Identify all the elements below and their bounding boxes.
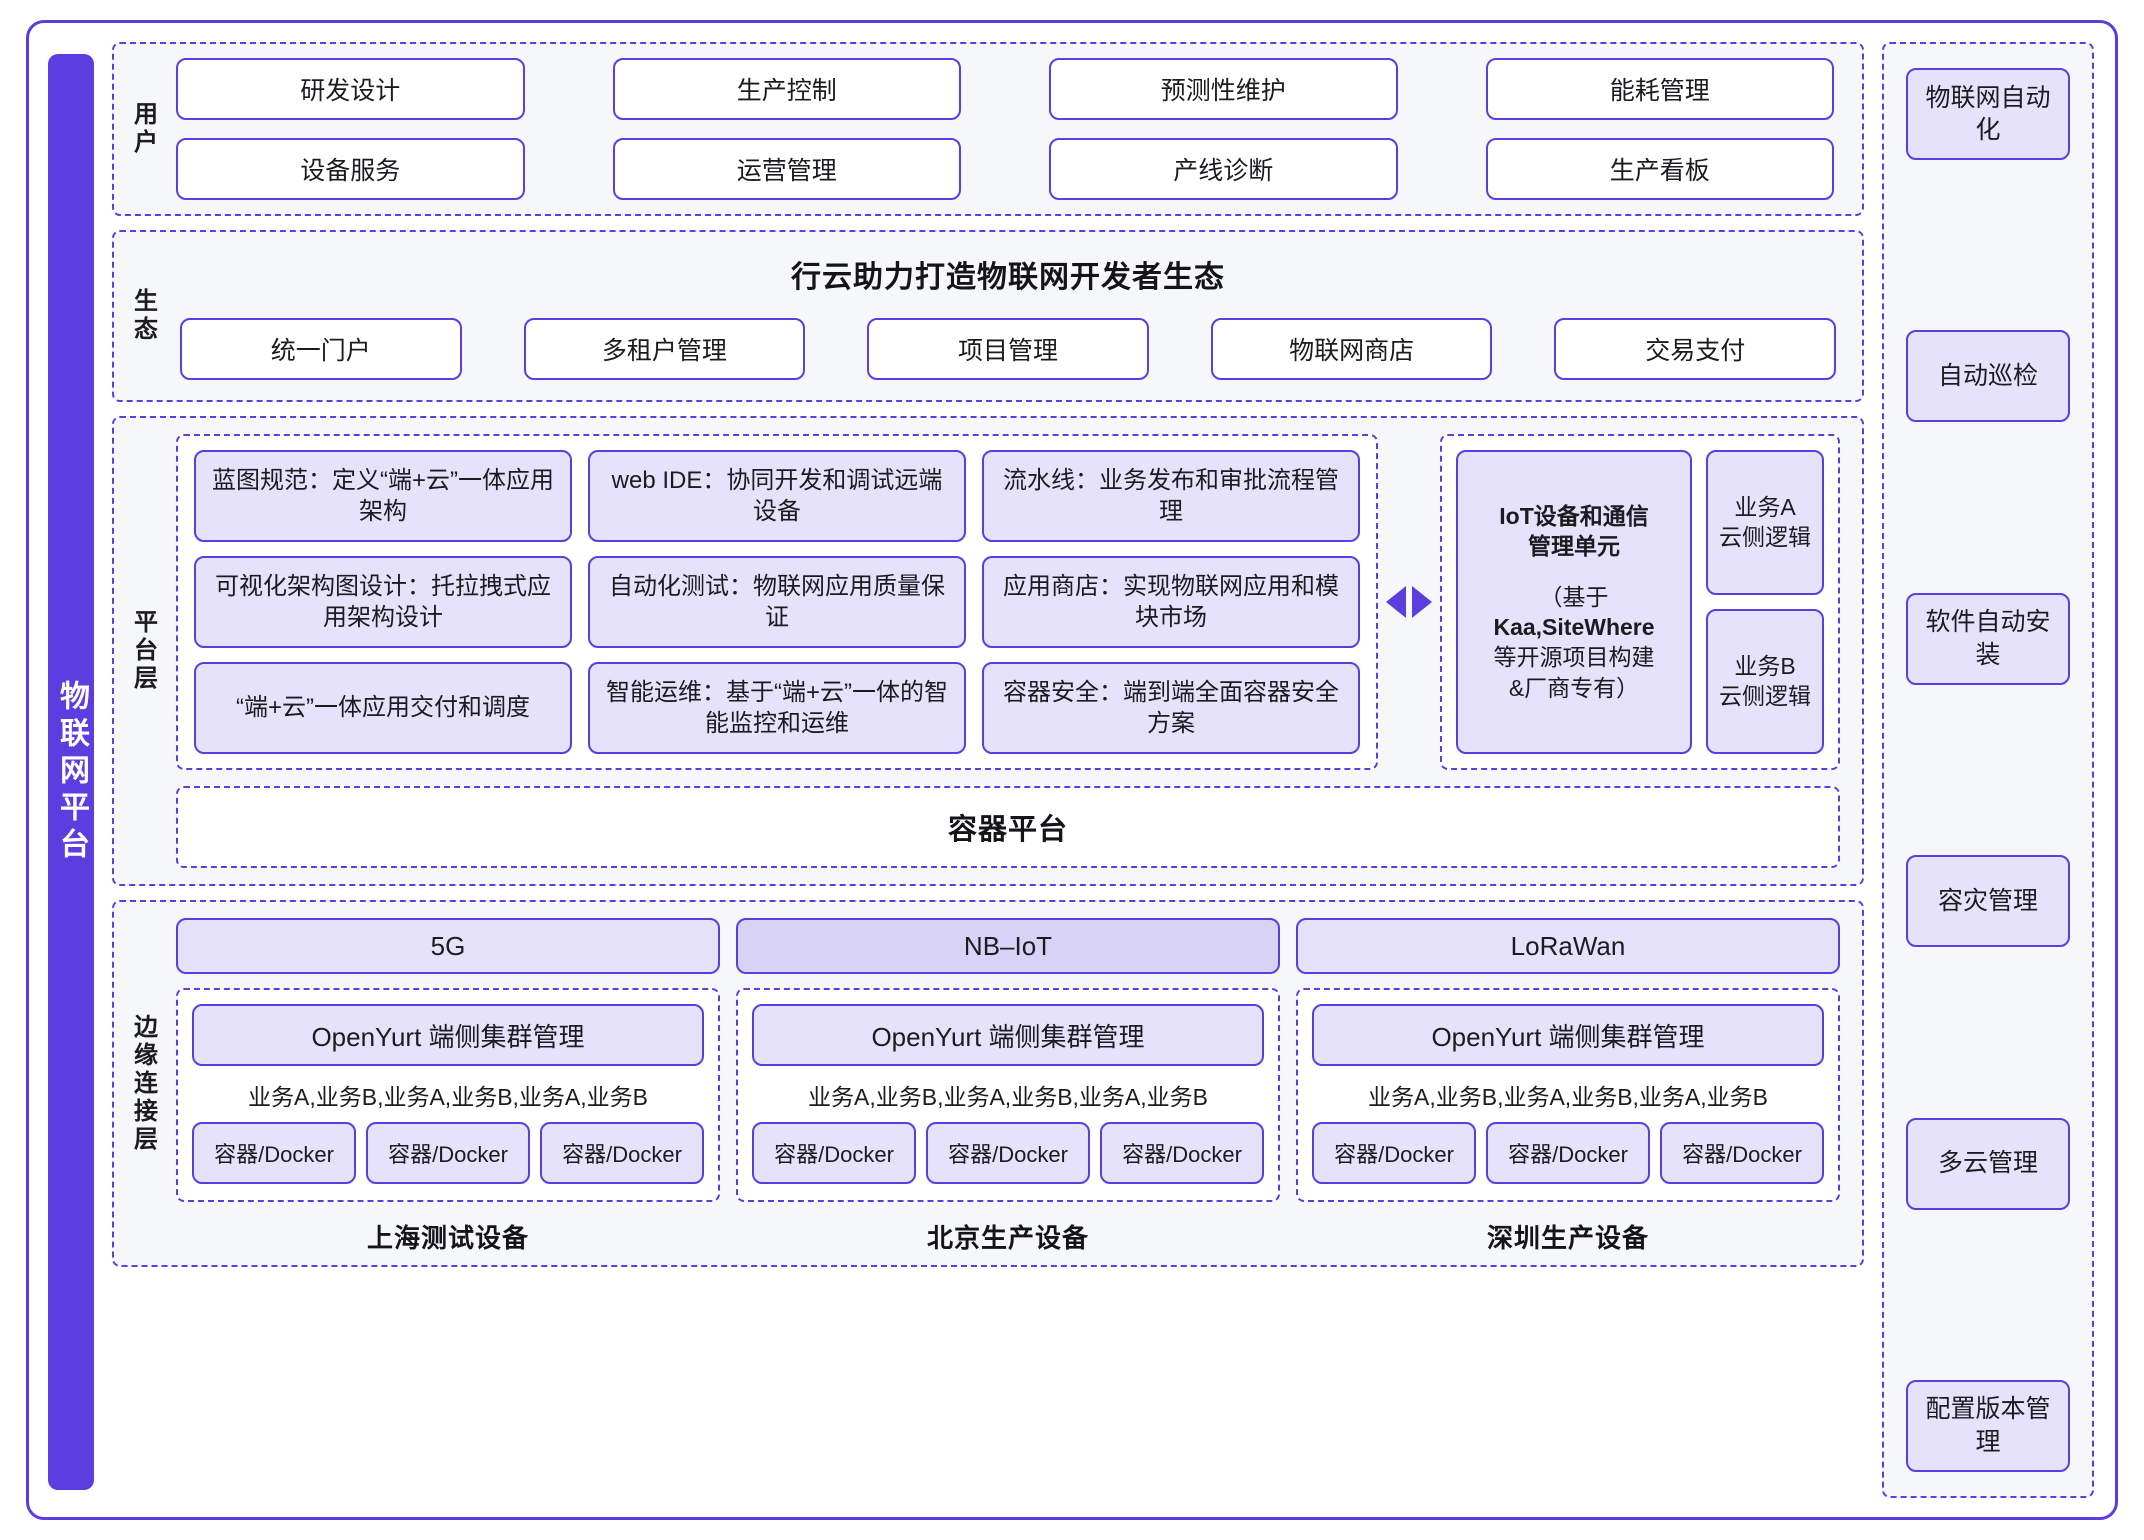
edge-site-shenzhen: OpenYurt 端侧集群管理 业务A,业务B,业务A,业务B,业务A,业务B … [1296, 988, 1840, 1202]
ecosystem-title: 行云助力打造物联网开发者生态 [791, 261, 1225, 294]
iot-device-comm-unit[interactable]: IoT设备和通信 管理单元 （基于 Kaa,SiteWhere 等开源项目构建 … [1456, 450, 1692, 754]
arrow-right-icon [1412, 586, 1432, 618]
rail-item-rongzaiguanli[interactable]: 容灾管理 [1906, 855, 2070, 948]
network-lorawan[interactable]: LoRaWan [1296, 918, 1840, 974]
eco-item-xiangmuguanli[interactable]: 项目管理 [867, 318, 1149, 380]
iot-unit-note-line3: 等开源项目构建 [1493, 644, 1655, 671]
iot-unit-note-line1: （基于 [1539, 583, 1609, 610]
platform-band: 平台层 蓝图规范：定义“端+云”一体应用架构 web IDE：协同开发和调试远端… [112, 416, 1864, 886]
bidirectional-arrow-icon [1378, 434, 1440, 770]
user-item-yunyingguanli[interactable]: 运营管理 [612, 138, 961, 200]
eco-item-duozuhuguanli[interactable]: 多租户管理 [523, 318, 806, 380]
platform-cell-web-ide[interactable]: web IDE：协同开发和调试远端设备 [588, 450, 966, 542]
platform-capability-grid: 蓝图规范：定义“端+云”一体应用架构 web IDE：协同开发和调试远端设备 流… [176, 434, 1378, 770]
ecosystem-band-label: 生态 [129, 288, 157, 344]
user-item-shengchankongzhi[interactable]: 生产控制 [612, 58, 961, 120]
edge-network-row: 5G NB–IoT LoRaWan [176, 918, 1840, 974]
platform-cell-zhinengyunwei[interactable]: 智能运维：基于“端+云”一体的智能监控和运维 [588, 662, 966, 754]
user-band: 用户 研发设计 生产控制 预测性维护 能耗管理 设备服务 运营管理 产线诊断 生… [112, 42, 1864, 216]
iot-unit-note-line4: &厂商专有） [1508, 674, 1640, 701]
rail-item-duoyunguanli[interactable]: 多云管理 [1906, 1117, 2070, 1210]
site-caption-beijing: 北京生产设备 [926, 1223, 1089, 1253]
iot-unit-title-line1: IoT设备和通信 [1499, 502, 1649, 529]
edge-band-label: 边缘连接层 [129, 1013, 157, 1154]
platform-cell-keshihuajiagou[interactable]: 可视化架构图设计：托拉拽式应用架构设计 [194, 556, 572, 648]
edge-site-row: OpenYurt 端侧集群管理 业务A,业务B,业务A,业务B,业务A,业务B … [176, 988, 1840, 1202]
container-platform-bar[interactable]: 容器平台 [176, 786, 1840, 868]
iot-platform-vertical-bar: 物联网平台 [48, 54, 94, 1490]
ecosystem-band: 生态 行云助力打造物联网开发者生态 统一门户 多租户管理 项目管理 物联网商店 … [112, 230, 1864, 402]
user-item-yucexingweihu[interactable]: 预测性维护 [1049, 58, 1398, 120]
rail-item-peizhibanbenguanli[interactable]: 配置版本管理 [1906, 1379, 2070, 1472]
user-scenario-grid: 研发设计 生产控制 预测性维护 能耗管理 设备服务 运营管理 产线诊断 生产看板 [176, 58, 1840, 200]
iot-management-group: IoT设备和通信 管理单元 （基于 Kaa,SiteWhere 等开源项目构建 … [1440, 434, 1840, 770]
edge-site-captions: 上海测试设备 北京生产设备 深圳生产设备 [176, 1218, 1840, 1255]
docker-beijing-3[interactable]: 容器/Docker [1100, 1122, 1264, 1184]
edge-services-shanghai: 业务A,业务B,业务A,业务B,业务A,业务B [248, 1084, 648, 1110]
edge-band: 边缘连接层 5G NB–IoT LoRaWan OpenYurt 端侧集群管理 … [112, 900, 1864, 1267]
center-column: 用户 研发设计 生产控制 预测性维护 能耗管理 设备服务 运营管理 产线诊断 生… [112, 42, 1864, 1498]
docker-shanghai-3[interactable]: 容器/Docker [540, 1122, 704, 1184]
docker-shenzhen-2[interactable]: 容器/Docker [1486, 1122, 1650, 1184]
edge-services-beijing: 业务A,业务B,业务A,业务B,业务A,业务B [808, 1084, 1208, 1110]
edge-services-shenzhen: 业务A,业务B,业务A,业务B,业务A,业务B [1368, 1084, 1768, 1110]
network-5g[interactable]: 5G [176, 918, 720, 974]
network-nb-iot[interactable]: NB–IoT [736, 918, 1280, 974]
edge-site-shanghai: OpenYurt 端侧集群管理 业务A,业务B,业务A,业务B,业务A,业务B … [176, 988, 720, 1202]
rail-item-wulianwangzidonghua[interactable]: 物联网自动化 [1906, 68, 2070, 160]
edge-site-beijing: OpenYurt 端侧集群管理 业务A,业务B,业务A,业务B,业务A,业务B … [736, 988, 1280, 1202]
rail-item-ruanjianzidonganzhuang[interactable]: 软件自动安装 [1906, 592, 2070, 685]
platform-cell-liushuixian[interactable]: 流水线：业务发布和审批流程管理 [982, 450, 1360, 542]
eco-item-wulianwangshangdian[interactable]: 物联网商店 [1210, 318, 1493, 380]
docker-beijing-1[interactable]: 容器/Docker [752, 1122, 916, 1184]
iot-unit-title-line2: 管理单元 [1528, 533, 1620, 560]
cloud-logic-service-b[interactable]: 业务B 云侧逻辑 [1706, 609, 1824, 754]
platform-cell-yitijiaofu[interactable]: “端+云”一体应用交付和调度 [194, 662, 572, 754]
user-item-nenghaoguanli[interactable]: 能耗管理 [1485, 58, 1834, 120]
diagram-stage: 物联网平台 用户 研发设计 生产控制 预测性维护 能耗管理 设备服务 运营管理 … [26, 20, 2118, 1520]
docker-shenzhen-3[interactable]: 容器/Docker [1660, 1122, 1824, 1184]
platform-cell-lantuguifan[interactable]: 蓝图规范：定义“端+云”一体应用架构 [194, 450, 572, 542]
rail-item-zidongxunjian[interactable]: 自动巡检 [1906, 330, 2070, 423]
docker-shanghai-1[interactable]: 容器/Docker [192, 1122, 356, 1184]
eco-item-tongyimenhu[interactable]: 统一门户 [180, 318, 462, 380]
user-item-shengchankanban[interactable]: 生产看板 [1485, 138, 1834, 200]
docker-shenzhen-1[interactable]: 容器/Docker [1312, 1122, 1476, 1184]
openyurt-cluster-shenzhen[interactable]: OpenYurt 端侧集群管理 [1312, 1004, 1824, 1066]
platform-cell-rongqianquan[interactable]: 容器安全：端到端全面容器安全方案 [982, 662, 1360, 754]
site-caption-shenzhen: 深圳生产设备 [1486, 1223, 1649, 1253]
user-item-shebeifuwu[interactable]: 设备服务 [176, 138, 525, 200]
docker-beijing-2[interactable]: 容器/Docker [926, 1122, 1090, 1184]
platform-cell-yingyongshangdian[interactable]: 应用商店：实现物联网应用和模块市场 [982, 556, 1360, 648]
docker-shanghai-2[interactable]: 容器/Docker [366, 1122, 530, 1184]
iot-platform-vertical-label: 物联网平台 [55, 679, 88, 865]
site-caption-shanghai: 上海测试设备 [366, 1223, 529, 1253]
ecosystem-grid: 统一门户 多租户管理 项目管理 物联网商店 交易支付 [176, 318, 1840, 386]
user-item-chanxianzhenduan[interactable]: 产线诊断 [1049, 138, 1398, 200]
ops-capability-rail: 物联网自动化 自动巡检 软件自动安装 容灾管理 多云管理 配置版本管理 [1882, 42, 2094, 1498]
openyurt-cluster-beijing[interactable]: OpenYurt 端侧集群管理 [752, 1004, 1264, 1066]
eco-item-jiaoyizhifu[interactable]: 交易支付 [1554, 318, 1836, 380]
user-item-yanfasheji[interactable]: 研发设计 [176, 58, 525, 120]
platform-band-label: 平台层 [129, 609, 157, 693]
cloud-logic-service-a[interactable]: 业务A 云侧逻辑 [1706, 450, 1824, 595]
iot-unit-note-line2: Kaa,SiteWhere [1493, 614, 1655, 640]
user-band-label: 用户 [129, 101, 157, 157]
arrow-left-icon [1386, 586, 1406, 618]
platform-cell-zidonghuaceshi[interactable]: 自动化测试：物联网应用质量保证 [588, 556, 966, 648]
openyurt-cluster-shanghai[interactable]: OpenYurt 端侧集群管理 [192, 1004, 704, 1066]
